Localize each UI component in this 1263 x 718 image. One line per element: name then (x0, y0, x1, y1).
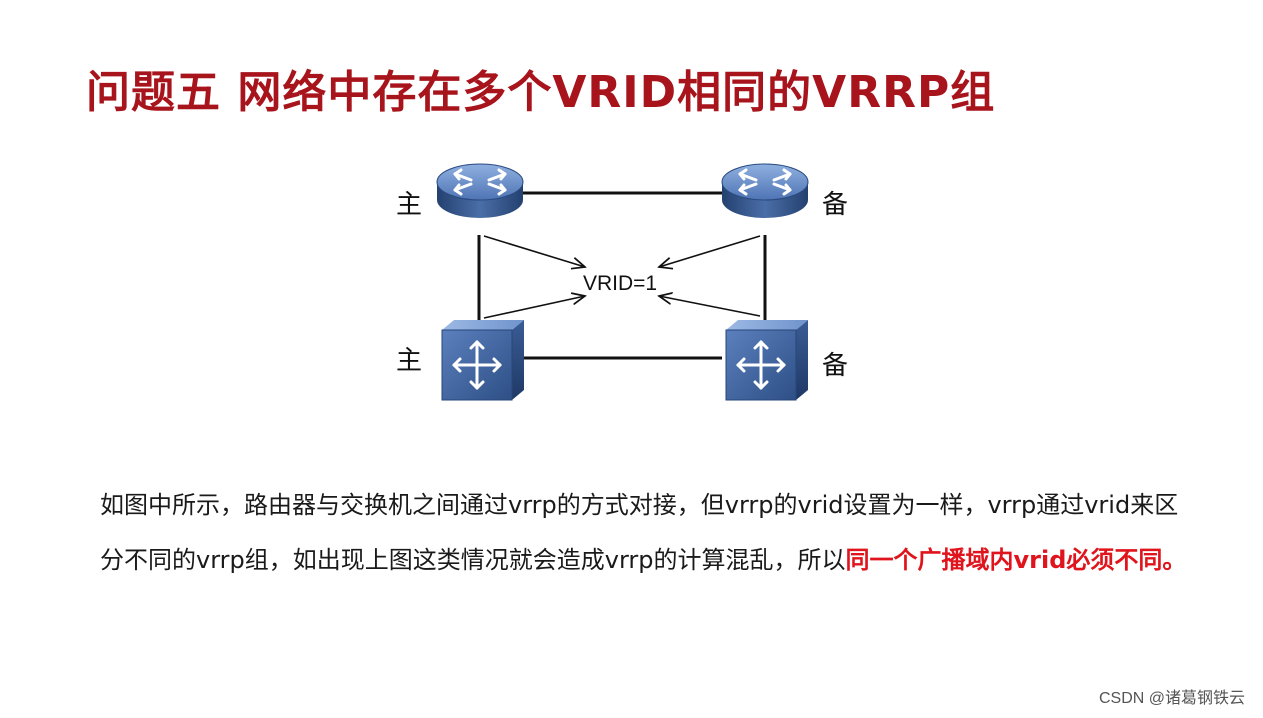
switch-left-icon (440, 318, 526, 402)
router-right-label: 备 (822, 190, 849, 220)
switch-right-icon (724, 318, 810, 402)
router-right-icon (720, 162, 810, 220)
arrow-switch-right (659, 296, 761, 317)
slide-title: 问题五 网络中存在多个VRID相同的VRRP组 (86, 67, 996, 118)
router-left-label: 主 (396, 190, 423, 220)
switch-left-label: 主 (396, 346, 423, 376)
arrow-router-left (483, 235, 585, 267)
switch-right-label: 备 (822, 351, 849, 381)
body-highlight: 同一个广播域内vrid必须不同。 (845, 546, 1187, 574)
body-text: 如图中所示，路由器与交换机之间通过vrrp的方式对接，但vrrp的vrid设置为… (100, 491, 1179, 574)
vrid-label: VRID=1 (583, 272, 658, 295)
body-paragraph: 如图中所示，路由器与交换机之间通过vrrp的方式对接，但vrrp的vrid设置为… (100, 478, 1190, 588)
watermark: CSDN @诸葛钢铁云 (1098, 690, 1245, 707)
arrow-switch-left (483, 296, 585, 319)
router-left-icon (435, 162, 525, 220)
arrow-router-right (659, 235, 761, 267)
